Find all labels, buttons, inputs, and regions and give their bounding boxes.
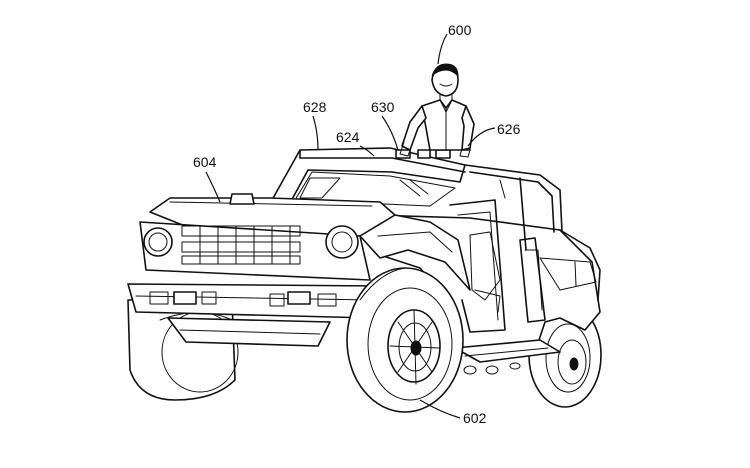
person-figure: [399, 63, 475, 158]
ref-628: 628: [303, 99, 327, 115]
front-left-wheel: [127, 299, 239, 401]
ref-602: 602: [463, 410, 487, 426]
reference-callouts: 600 628 630 624 626 604 602: [193, 22, 521, 426]
front-right-wheel: [346, 267, 464, 413]
grille-bars: [181, 225, 301, 265]
ref-604: 604: [193, 154, 217, 170]
ref-626: 626: [497, 121, 521, 137]
ref-600: 600: [448, 22, 472, 38]
roll-cage: [271, 147, 563, 251]
ref-630: 630: [371, 99, 395, 115]
ref-624: 624: [336, 129, 360, 145]
front-end: [127, 193, 471, 347]
